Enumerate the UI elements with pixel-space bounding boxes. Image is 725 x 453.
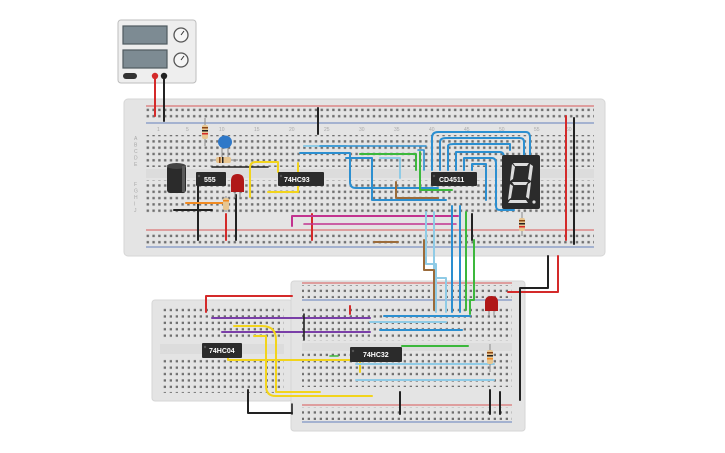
chip-cd4511[interactable]: CD4511 — [431, 172, 477, 186]
svg-text:1: 1 — [157, 127, 160, 133]
count-wire-d[interactable] — [379, 157, 401, 179]
count-wire-b[interactable] — [299, 152, 439, 189]
led-icon[interactable] — [231, 174, 244, 198]
chip-cd4511-label: CD4511 — [439, 177, 464, 184]
svg-text:35: 35 — [394, 127, 400, 133]
chip-74hc04[interactable]: 74HC04 — [202, 343, 242, 358]
chip-74hc04-label: 74HC04 — [209, 348, 235, 355]
column-numbers: 1 5 10 15 20 25 30 35 40 45 50 55 60 — [157, 127, 572, 133]
svg-text:H: H — [134, 195, 138, 201]
seg-wire-7[interactable] — [417, 149, 425, 171]
seg-wire-1[interactable] — [431, 131, 531, 191]
positive-terminal[interactable] — [151, 72, 159, 80]
top-power-rail[interactable] — [146, 108, 594, 121]
brown-wire[interactable] — [395, 181, 439, 199]
svg-text:10: 10 — [219, 127, 225, 133]
green-wire-top[interactable] — [359, 153, 417, 171]
ceramic-capacitor-icon[interactable] — [218, 135, 232, 159]
bottom-power-rail[interactable] — [146, 232, 594, 245]
chip-74hc32-label: 74HC32 — [363, 352, 389, 359]
left-board-power-red[interactable] — [205, 295, 293, 313]
svg-text:G: G — [134, 189, 138, 195]
row-letters-bottom: F G H I J — [134, 182, 138, 214]
seg-wire-3[interactable] — [447, 143, 511, 171]
chip-74hc32[interactable]: 74HC32 — [350, 347, 402, 362]
seven-segment-display-icon[interactable]: 8 — [502, 155, 540, 209]
down-wire-lightblue-1[interactable] — [425, 211, 437, 313]
down-wire-green-2[interactable] — [469, 239, 475, 315]
chip-555-label: 555 — [204, 177, 216, 184]
seg-wire-5[interactable] — [463, 157, 515, 211]
power-supply[interactable] — [117, 19, 197, 84]
resistor-icon-2[interactable] — [210, 157, 238, 163]
power-switch[interactable] — [123, 73, 137, 79]
svg-text:20: 20 — [289, 127, 295, 133]
svg-text:55: 55 — [534, 127, 540, 133]
green-wire-mid[interactable] — [419, 151, 453, 191]
svg-text:J: J — [134, 208, 137, 214]
electrolytic-capacitor-icon[interactable] — [167, 163, 186, 193]
svg-text:40: 40 — [429, 127, 435, 133]
rail-link-red[interactable] — [507, 255, 559, 293]
negative-terminal[interactable] — [160, 72, 168, 80]
magenta-wire[interactable] — [291, 215, 459, 227]
chip-555[interactable]: 555 — [196, 172, 226, 186]
row-letters-top: A B C D E — [134, 136, 138, 168]
svg-text:25: 25 — [324, 127, 330, 133]
svg-text:D: D — [134, 156, 138, 162]
yellow-wire-left-2[interactable] — [253, 335, 373, 397]
svg-text:15: 15 — [254, 127, 260, 133]
svg-text:I: I — [134, 202, 135, 208]
down-wire-brown[interactable] — [423, 239, 435, 311]
current-display — [122, 49, 168, 69]
svg-text:30: 30 — [359, 127, 365, 133]
rail-link-black[interactable] — [519, 255, 549, 401]
led-icon-2[interactable] — [485, 296, 498, 316]
svg-text:45: 45 — [464, 127, 470, 133]
resistor-icon[interactable] — [202, 118, 208, 146]
svg-text:60: 60 — [566, 127, 572, 133]
svg-text:C: C — [134, 149, 138, 155]
svg-text:5: 5 — [186, 127, 189, 133]
svg-text:E: E — [134, 162, 138, 168]
yellow-wire-left-1[interactable] — [233, 325, 321, 393]
seg-wire-6[interactable] — [471, 163, 487, 201]
resistor-icon-5[interactable] — [487, 344, 493, 372]
display-digit: 8 — [521, 189, 522, 191]
count-wire-c[interactable] — [345, 157, 447, 201]
svg-text:F: F — [134, 182, 137, 188]
seg-wire-2[interactable] — [439, 137, 525, 189]
left-board-ground-black[interactable] — [247, 389, 293, 414]
segments — [508, 163, 533, 203]
resistor-icon-3[interactable] — [223, 196, 229, 212]
resistor-icon-4[interactable] — [519, 212, 525, 236]
down-wire-lightblue-2[interactable] — [433, 211, 447, 313]
svg-text:50: 50 — [499, 127, 505, 133]
clock-yellow-wire[interactable] — [249, 161, 279, 198]
chip-74hc93[interactable]: 74HC93 — [278, 172, 324, 186]
voltage-display — [122, 25, 168, 45]
svg-text:B: B — [134, 143, 138, 149]
svg-text:A: A — [134, 136, 138, 142]
chip-74hc93-label: 74HC93 — [284, 177, 310, 184]
